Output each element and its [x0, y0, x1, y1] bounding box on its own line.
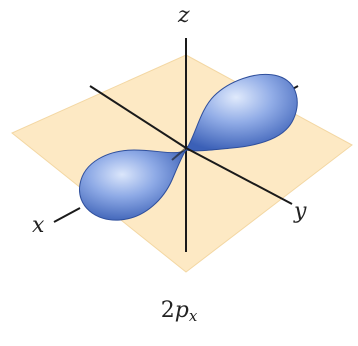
- x-axis-back: [89, 85, 187, 149]
- x-axis-front: [53, 207, 81, 223]
- caption-shell-number: 2: [160, 298, 175, 323]
- x-axis-label: x: [32, 213, 45, 238]
- z-axis-label: z: [177, 3, 190, 28]
- x-axis-center: [171, 147, 187, 161]
- orbital-lobe-upper: [185, 73, 298, 152]
- xy-plane: [11, 54, 353, 273]
- y-axis-front: [185, 147, 293, 205]
- caption-orbital-symbol: p: [174, 298, 189, 323]
- orbital-caption: 2px: [0, 298, 358, 329]
- caption-subscript: x: [188, 307, 198, 325]
- orbital-lobe-lower: [79, 149, 187, 221]
- y-axis-label: y: [293, 199, 307, 224]
